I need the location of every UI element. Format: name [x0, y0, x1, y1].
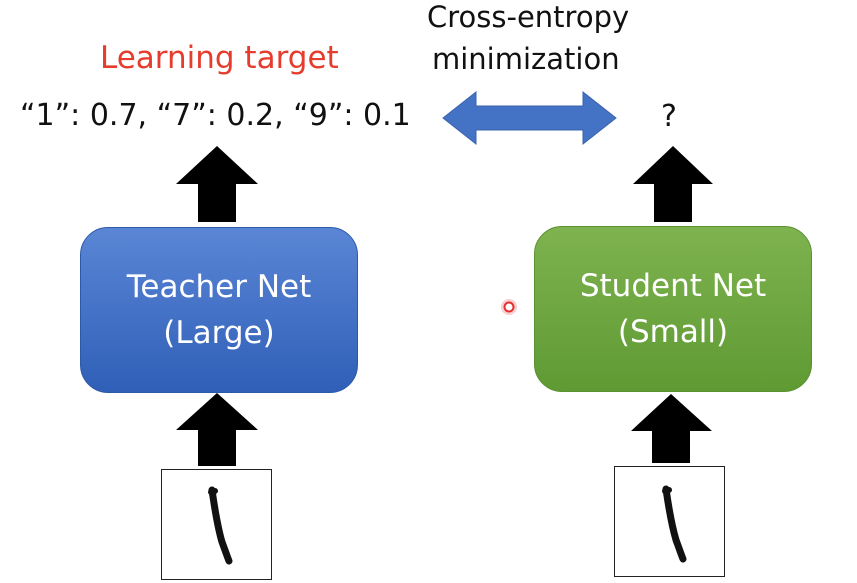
student-net-box: Student Net (Small): [534, 226, 812, 392]
learning-target-label: Learning target: [100, 40, 339, 76]
handwritten-digit-1-icon: [208, 486, 233, 565]
student-net-size: (Small): [617, 314, 729, 350]
teacher-output-arrow-icon: [176, 146, 258, 222]
teacher-output-distribution: “1”: 0.7, “7”: 0.2, “9”: 0.1: [20, 98, 411, 133]
student-output-unknown: ?: [661, 99, 677, 134]
loss-label-line1: Cross-entropy: [427, 0, 630, 34]
loss-label-line2: minimization: [432, 42, 620, 76]
teacher-input-arrow-icon: [176, 393, 258, 466]
teacher-net-name: Teacher Net: [126, 269, 312, 305]
pointer-dot-icon: [501, 299, 517, 315]
handwritten-digit-1-icon: [662, 485, 687, 563]
teacher-input-image: [161, 469, 272, 580]
student-output-arrow-icon: [633, 146, 713, 222]
teacher-net-size: (Large): [163, 315, 275, 351]
student-input-image: [614, 466, 725, 577]
student-input-arrow-icon: [631, 394, 712, 463]
double-arrow-icon: [442, 90, 617, 146]
teacher-net-box: Teacher Net (Large): [80, 227, 358, 393]
student-net-name: Student Net: [579, 268, 767, 304]
